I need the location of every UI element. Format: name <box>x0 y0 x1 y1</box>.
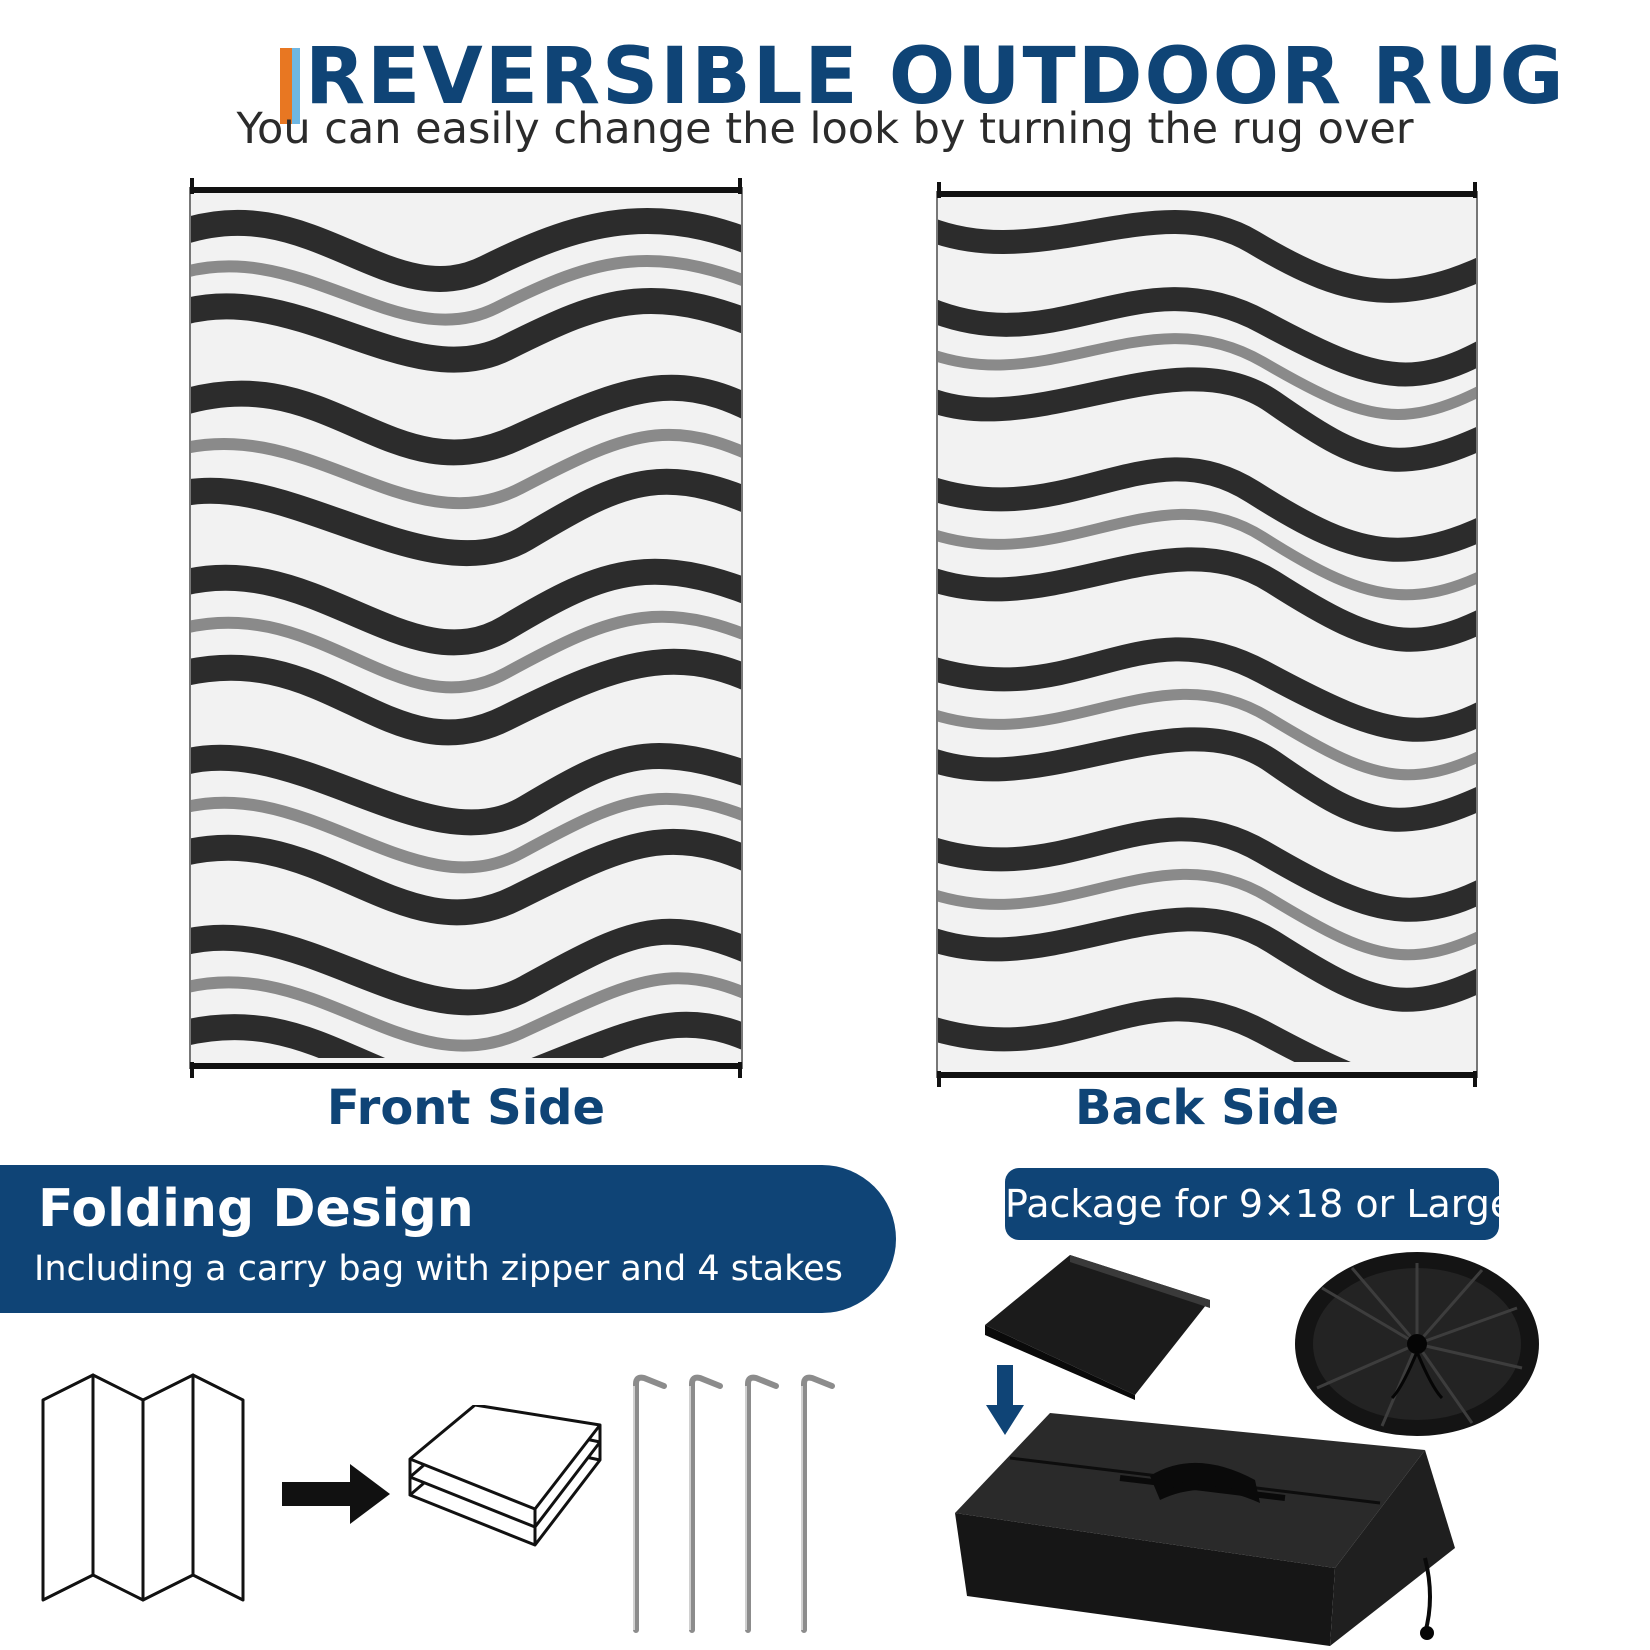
down-arrow-icon <box>986 1365 1024 1435</box>
stake-icon <box>689 1374 723 1633</box>
accent-bar-orange <box>280 48 292 124</box>
front-side-label: Front Side <box>326 1080 606 1136</box>
folded-stack-icon <box>408 1405 602 1547</box>
folding-banner: Folding Design Including a carry bag wit… <box>0 1165 896 1313</box>
carry-bag-image <box>955 1413 1455 1646</box>
stake-icon <box>801 1374 835 1633</box>
stake-icon <box>633 1374 667 1633</box>
arrow-right-icon <box>282 1464 390 1524</box>
drawstring-bag-image <box>1295 1252 1539 1436</box>
back-side-label: Back Side <box>1075 1080 1339 1136</box>
stake-icon <box>745 1374 779 1633</box>
package-label: Package for 9×18 or Large <box>1005 1168 1513 1240</box>
folding-description: Including a carry bag with zipper and 4 … <box>34 1249 843 1289</box>
header: REVERSIBLE OUTDOOR RUG <box>0 22 1650 124</box>
page-subtitle: You can easily change the look by turnin… <box>236 104 1414 154</box>
front-rug-image <box>189 178 743 1078</box>
folding-title: Folding Design <box>38 1179 474 1239</box>
folded-rug-black-image <box>985 1255 1210 1400</box>
folded-panels-icon <box>41 1373 245 1602</box>
back-rug-image <box>936 182 1478 1087</box>
accent-bar-blue <box>292 48 300 124</box>
stakes-image <box>633 1374 835 1633</box>
page-title: REVERSIBLE OUTDOOR RUG <box>305 32 1566 122</box>
